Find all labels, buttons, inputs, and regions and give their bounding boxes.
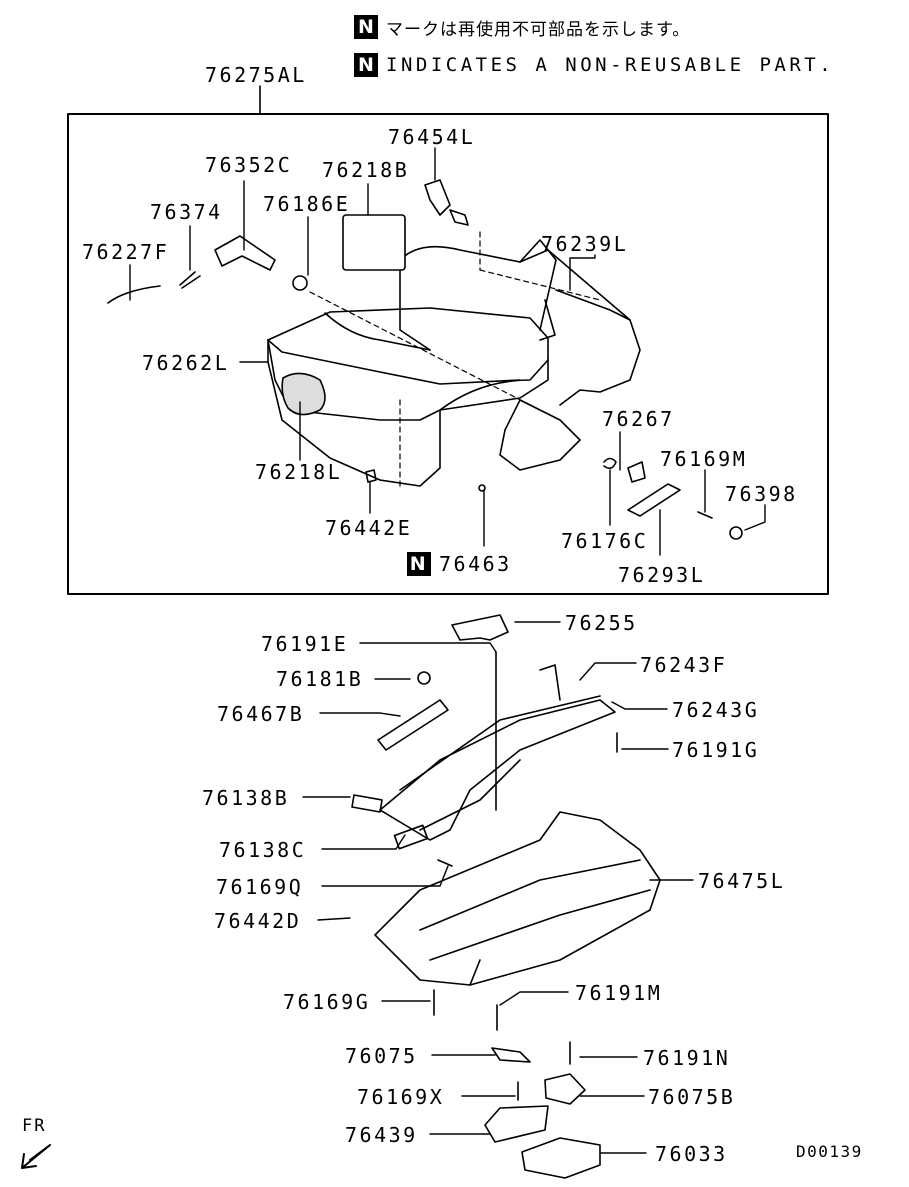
part-label: 76169Q (216, 875, 304, 899)
part-label-nonreusable: N 76463 (407, 552, 512, 576)
part-label: 76293L (618, 563, 706, 587)
bottom-parts (417, 651, 618, 1179)
part-label: 76218L (255, 460, 343, 484)
part-label: 76169M (660, 447, 748, 471)
part-label: 76398 (725, 482, 798, 506)
part-label: 76191N (643, 1046, 731, 1070)
part-label: 76439 (345, 1123, 418, 1147)
nonreusable-symbol: N (407, 552, 431, 576)
nonreusable-symbol: N (354, 53, 378, 77)
part-label: 76442D (214, 909, 302, 933)
part-label: 76475L (698, 869, 786, 893)
leader-lines (129, 147, 766, 1154)
part-label: 76169G (283, 990, 371, 1014)
part-number: 76463 (439, 552, 512, 576)
part-label: 76186E (263, 192, 351, 216)
part-label: 76442E (325, 516, 413, 540)
part-label: 76181B (276, 667, 364, 691)
dashed-lines (309, 231, 601, 491)
part-label: 76191M (575, 981, 663, 1005)
part-label: 76243F (640, 653, 728, 677)
part-label: 76467B (217, 702, 305, 726)
part-label: 76255 (565, 611, 638, 635)
drawing-code: D00139 (796, 1142, 863, 1161)
assembly-label: 76275AL (205, 63, 307, 87)
seat-frame-drawing (342, 214, 641, 471)
part-label: 76454L (388, 125, 476, 149)
part-label: 76138B (202, 786, 290, 810)
nonreusable-note-japanese: N マークは再使用不可部品を示します。 (354, 14, 690, 40)
nonreusable-symbol: N (354, 15, 378, 39)
seat-rail-drawing (351, 614, 616, 850)
part-label: 76176C (561, 529, 649, 553)
note-text-japanese: マークは再使用不可部品を示します。 (386, 19, 691, 40)
part-label: 76243G (672, 698, 760, 722)
assembly-box (67, 113, 829, 595)
small-parts (107, 179, 743, 540)
part-label: 76138C (219, 838, 307, 862)
note-text-english: INDICATES A NON-REUSABLE PART. (386, 54, 835, 76)
part-label: 76169X (357, 1085, 445, 1109)
part-label: 76191G (672, 738, 760, 762)
front-direction-arrow (21, 1144, 51, 1169)
part-label: 76267 (602, 407, 675, 431)
nonreusable-note-english: N INDICATES A NON-REUSABLE PART. (354, 52, 834, 78)
front-direction-label: FR (22, 1116, 47, 1136)
part-label: 76374 (150, 200, 223, 224)
part-label: 76352C (205, 153, 293, 177)
part-label: 76075B (648, 1085, 736, 1109)
part-label: 76227F (82, 240, 170, 264)
lower-cover-drawing (374, 811, 661, 986)
part-label: 76239L (541, 232, 629, 256)
part-label: 76075 (345, 1044, 418, 1068)
part-label: 76262L (142, 351, 230, 375)
part-label: 76191E (261, 632, 349, 656)
seat-cushion-drawing (267, 239, 557, 487)
part-label: 76218B (322, 158, 410, 182)
part-label: 76033 (655, 1142, 728, 1166)
